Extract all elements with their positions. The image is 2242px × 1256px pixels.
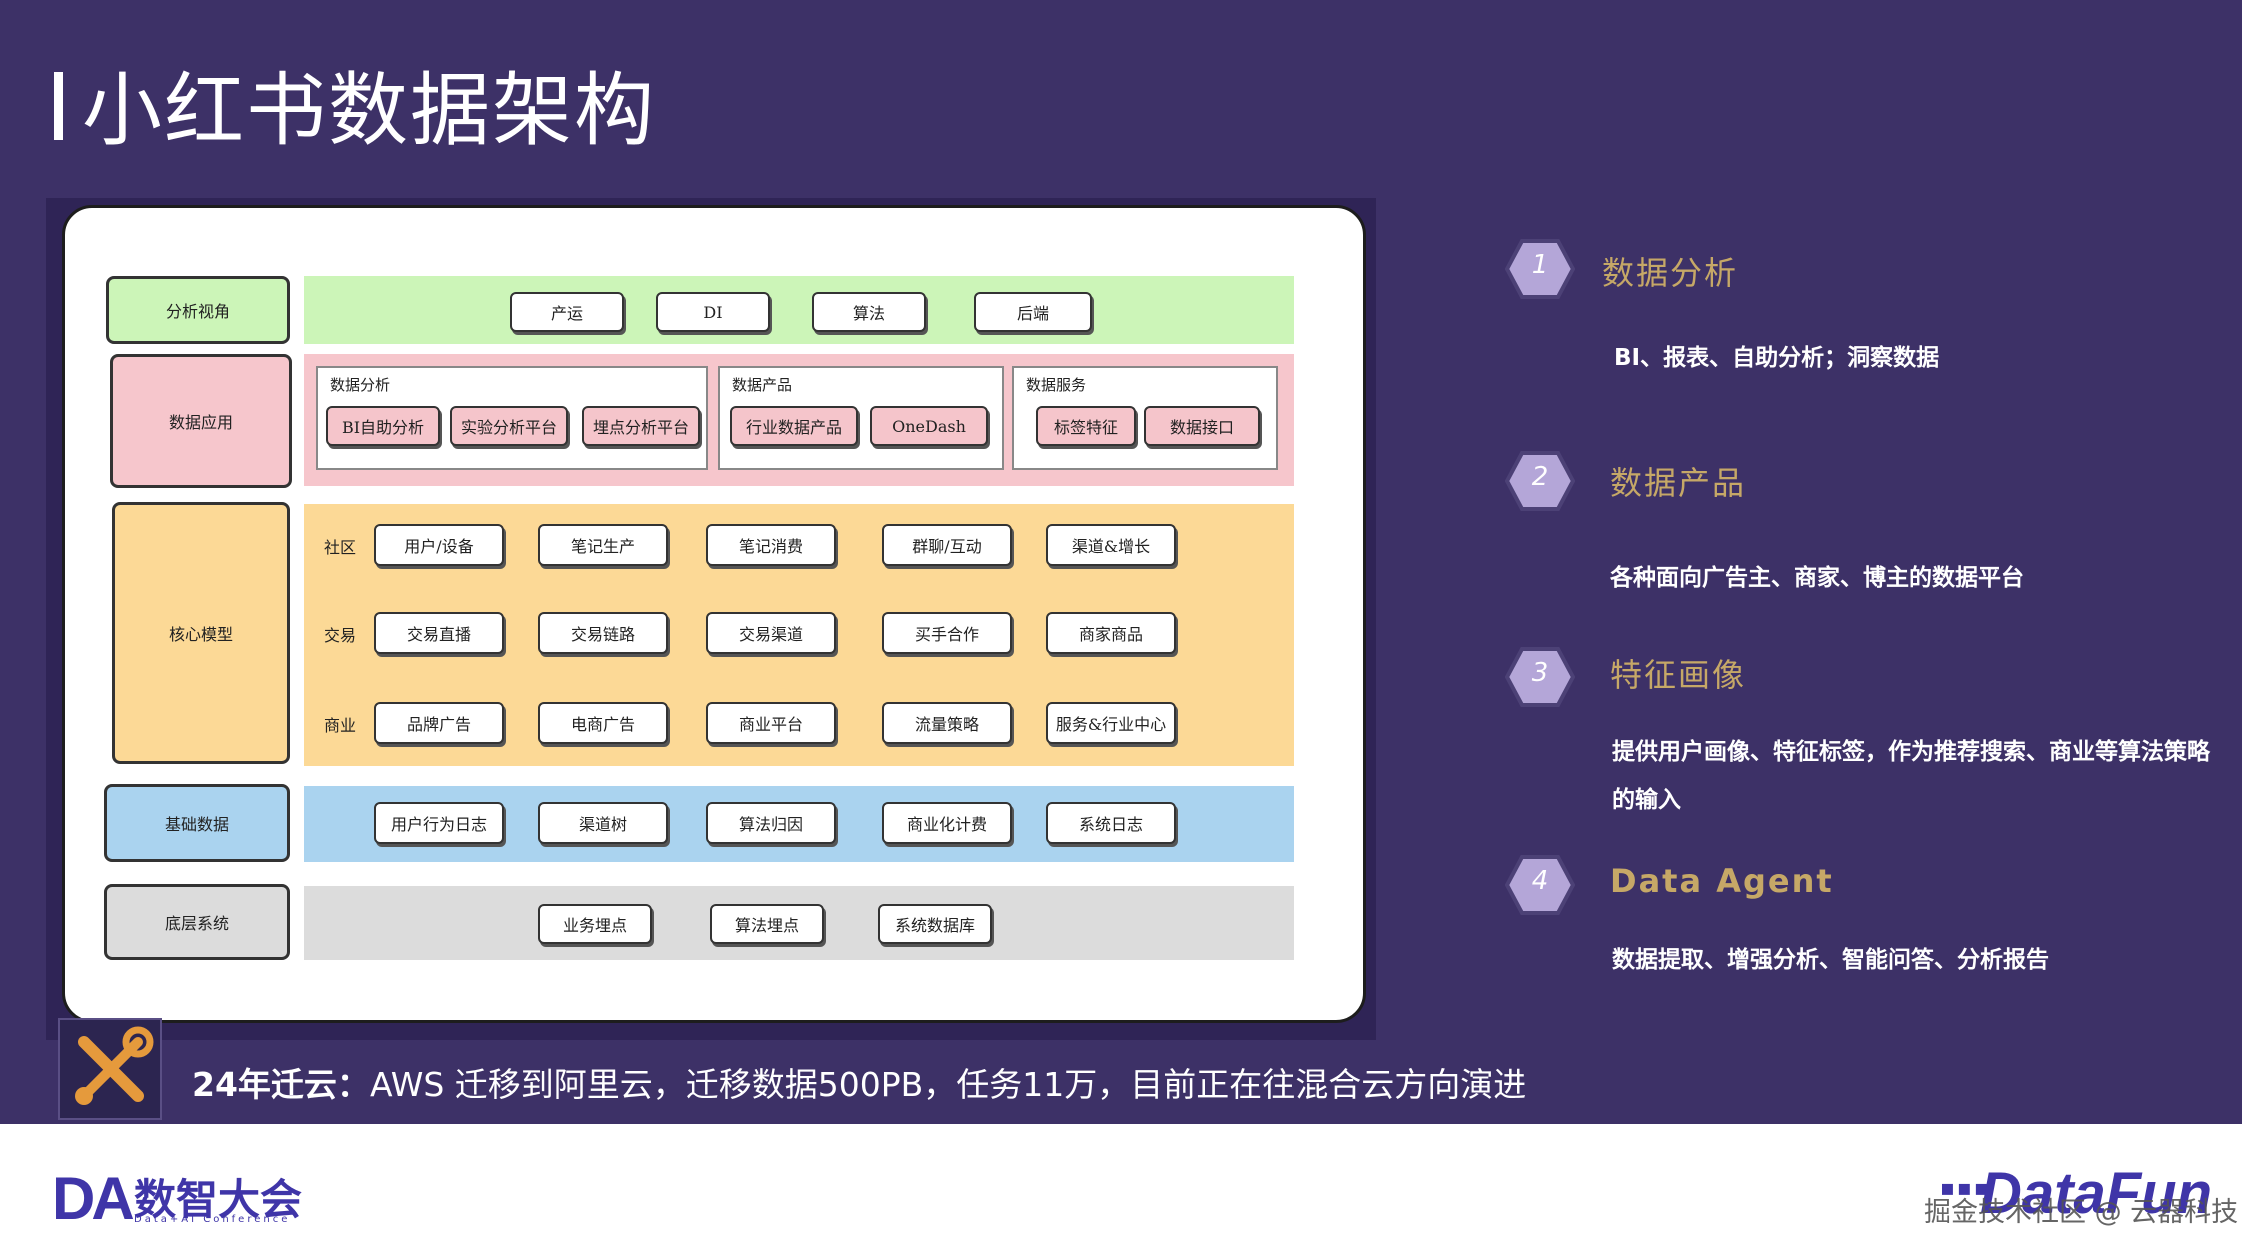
analysis-item: 产运 (510, 292, 624, 332)
bottom-item: 系统数据库 (878, 904, 992, 944)
title-accent-bar (54, 72, 63, 140)
app-item: BI自助分析 (326, 406, 440, 446)
point-desc: 各种面向广告主、商家、博主的数据平台 (1610, 565, 2024, 591)
base-item: 算法归因 (706, 802, 836, 844)
point-number: 3 (1531, 658, 1549, 688)
base-item: 系统日志 (1046, 802, 1176, 844)
point-number: 2 (1531, 462, 1549, 492)
da-conference-name: 数智大会 (134, 1175, 303, 1224)
point-title: 特征画像 (1610, 656, 1747, 694)
core-item: 流量策略 (882, 702, 1012, 744)
core-item: 商家商品 (1046, 612, 1176, 654)
layer-label-application: 数据应用 (110, 354, 292, 488)
core-item: 笔记生产 (538, 524, 668, 566)
app-group-title: 数据产品 (732, 376, 793, 394)
core-item: 交易直播 (374, 612, 504, 654)
migration-label: 24年迁云： (192, 1065, 370, 1104)
core-row-label: 商业 (324, 716, 357, 735)
app-item: 行业数据产品 (730, 406, 858, 446)
footer (0, 1124, 2242, 1256)
app-group-title: 数据分析 (330, 376, 391, 394)
da-conference-subtitle: Data+AI Conference (134, 1214, 291, 1225)
hexagon-number-icon (1505, 451, 1575, 511)
page-title: 小红书数据架构 (82, 64, 656, 157)
point-title: Data Agent (1610, 862, 1834, 900)
migration-note: 24年迁云：AWS 迁移到阿里云，迁移数据500PB，任务11万，目前正在往混合… (192, 1058, 1526, 1106)
point-title: 数据分析 (1602, 254, 1739, 292)
layer-label-base-data: 基础数据 (104, 784, 290, 862)
layer-label-core-model: 核心模型 (112, 502, 290, 764)
app-group-title: 数据服务 (1026, 376, 1087, 394)
analysis-item: 后端 (974, 292, 1092, 332)
point-desc: 提供用户画像、特征标签，作为推荐搜索、商业等算法策略的输入 (1612, 739, 2210, 813)
migration-text: AWS 迁移到阿里云，迁移数据500PB，任务11万，目前正在往混合云方向演进 (369, 1065, 1527, 1104)
watermark: 掘金技术社区 @ 云器科技 (1924, 1197, 2239, 1228)
band-analysis (304, 276, 1294, 344)
bottom-item: 业务埋点 (538, 904, 652, 944)
core-item: 群聊/互动 (882, 524, 1012, 566)
core-row-label: 社区 (324, 538, 357, 557)
analysis-item: DI (656, 292, 770, 332)
point-desc: 数据提取、增强分析、智能问答、分析报告 (1612, 947, 2049, 973)
da-logo: DA (52, 1165, 135, 1232)
core-row-label: 交易 (324, 626, 357, 645)
core-item: 交易链路 (538, 612, 668, 654)
hexagon-number-icon (1505, 855, 1575, 915)
core-item: 服务&行业中心 (1046, 702, 1176, 744)
point-number: 4 (1531, 866, 1549, 896)
point-title: 数据产品 (1610, 464, 1747, 502)
base-item: 渠道树 (538, 802, 668, 844)
base-item: 商业化计费 (882, 802, 1012, 844)
datafun-logo: DataFun (1980, 1161, 2212, 1226)
app-item: 数据接口 (1144, 406, 1260, 446)
bottom-item: 算法埋点 (710, 904, 824, 944)
core-item: 用户/设备 (374, 524, 504, 566)
hexagon-number-icon (1505, 239, 1575, 299)
hexagon-number-icon (1505, 647, 1575, 707)
layer-label-bottom-system: 底层系统 (104, 884, 290, 960)
core-item: 交易渠道 (706, 612, 836, 654)
base-item: 用户行为日志 (374, 802, 504, 844)
core-item: 商业平台 (706, 702, 836, 744)
core-item: 笔记消费 (706, 524, 836, 566)
tools-icon (58, 1018, 162, 1120)
core-item: 品牌广告 (374, 702, 504, 744)
datafun-dots-icon: ▪▪▪ (1940, 1176, 1991, 1201)
app-item: 埋点分析平台 (582, 406, 700, 446)
core-item: 渠道&增长 (1046, 524, 1176, 566)
app-item: OneDash (870, 406, 988, 446)
core-item: 买手合作 (882, 612, 1012, 654)
analysis-item: 算法 (812, 292, 926, 332)
layer-label-analysis: 分析视角 (106, 276, 290, 344)
core-item: 电商广告 (538, 702, 668, 744)
app-item: 标签特征 (1036, 406, 1136, 446)
app-item: 实验分析平台 (450, 406, 568, 446)
point-desc: BI、报表、自助分析；洞察数据 (1614, 345, 1940, 371)
point-number: 1 (1531, 250, 1549, 280)
